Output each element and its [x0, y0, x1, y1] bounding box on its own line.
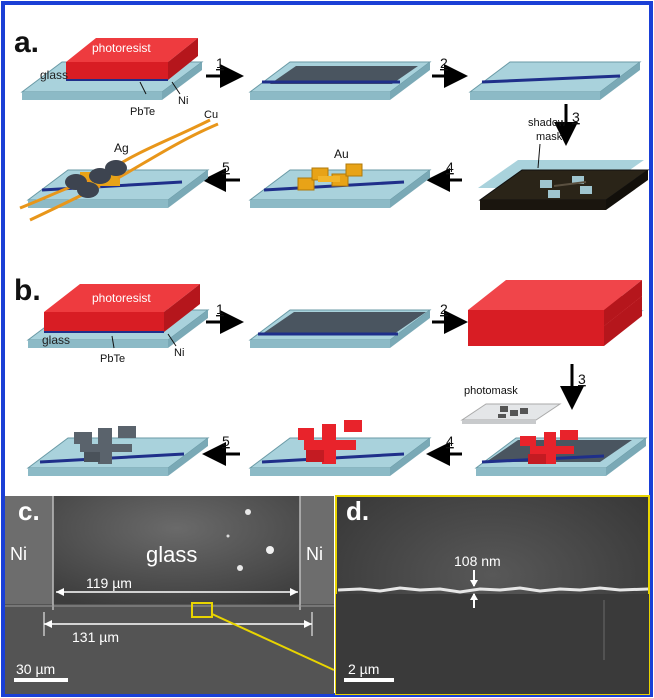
label-ni-a: Ni [178, 95, 188, 107]
arrow-b-step-2: 2 [432, 301, 468, 334]
scale-bar-d: 2 µm [348, 661, 379, 677]
dimension-119: 119 µm [86, 575, 132, 591]
step-a-au-pads: Au [248, 147, 432, 208]
step-b-ni-coated [248, 309, 432, 348]
step-b-exposed-pattern [474, 430, 648, 476]
step-a-1-number: 1 [216, 55, 224, 71]
label-glass-b: glass [42, 333, 70, 347]
step-b-5-number: 5 [222, 433, 230, 449]
label-mask: mask [536, 131, 563, 143]
panel-c-label: c. [18, 496, 40, 526]
panel-d-sem-image: d. 108 nm 2 µm [335, 495, 650, 695]
panel-b: b. photoresist glass Ni PbTe 1 [14, 274, 648, 476]
zoom-box [191, 602, 213, 618]
step-a-initial-stack: photoresist glass Ni PbTe [20, 38, 204, 118]
step-b-2-number: 2 [440, 301, 448, 317]
arrow-b-step-5: 5 [202, 433, 240, 466]
step-b-4-number: 4 [446, 433, 454, 449]
panel-a: a. photoresist glass Ni PbTe 1 [14, 26, 650, 222]
step-b-initial-stack: photoresist glass Ni PbTe [26, 284, 210, 365]
label-ni-left: Ni [10, 544, 27, 564]
label-pbte-b: PbTe [100, 353, 125, 365]
arrow-b-step-3: 3 [560, 364, 586, 410]
dimension-131: 131 µm [72, 629, 119, 645]
label-ni-right: Ni [306, 544, 323, 564]
step-b-final-device [26, 426, 210, 476]
label-glass-c: glass [146, 542, 197, 567]
arrow-a-step-4: 4 [426, 159, 462, 192]
step-b-resist-coated [468, 280, 644, 346]
panel-c-sem-image: c. Ni Ni glass 119 µm 131 µm 30 µm [5, 496, 335, 694]
step-a-ni-coated [248, 61, 432, 100]
step-a-4-number: 4 [446, 159, 454, 175]
step-b-developed-pattern [248, 420, 432, 476]
scale-bar-c: 30 µm [16, 661, 55, 677]
label-ag: Ag [114, 141, 129, 155]
label-au: Au [334, 147, 349, 161]
step-a-3-number: 3 [572, 109, 580, 125]
panel-a-label: a. [14, 26, 39, 59]
step-b-1-number: 1 [216, 301, 224, 317]
label-pbte-a: PbTe [130, 106, 155, 118]
label-photomask: photomask [464, 385, 518, 397]
step-a-pbte-line [468, 61, 642, 100]
label-photoresist-b: photoresist [92, 291, 151, 305]
label-shadow: shadow [528, 117, 566, 129]
arrow-a-step-2: 2 [432, 55, 468, 88]
panel-b-label: b. [14, 274, 41, 307]
panel-d-label: d. [346, 496, 369, 526]
label-ni-b: Ni [174, 347, 184, 359]
step-b-3-number: 3 [578, 371, 586, 387]
arrow-b-step-4: 4 [426, 433, 462, 466]
arrow-a-step-1: 1 [206, 55, 244, 88]
width-label: 108 nm [454, 553, 501, 569]
arrow-a-step-5: 5 [202, 159, 240, 192]
step-a-2-number: 2 [440, 55, 448, 71]
step-a-shadow-mask: shadow mask [478, 117, 650, 210]
step-a-ag-cu-contacts: Ag Cu [19, 109, 219, 222]
label-photoresist-a: photoresist [92, 41, 151, 55]
label-cu: Cu [204, 109, 218, 121]
arrow-b-step-1: 1 [206, 301, 244, 334]
arrow-a-step-3: 3 [554, 104, 580, 146]
step-a-5-number: 5 [222, 159, 230, 175]
label-glass-a: glass [40, 68, 68, 82]
nanowire [337, 586, 649, 594]
